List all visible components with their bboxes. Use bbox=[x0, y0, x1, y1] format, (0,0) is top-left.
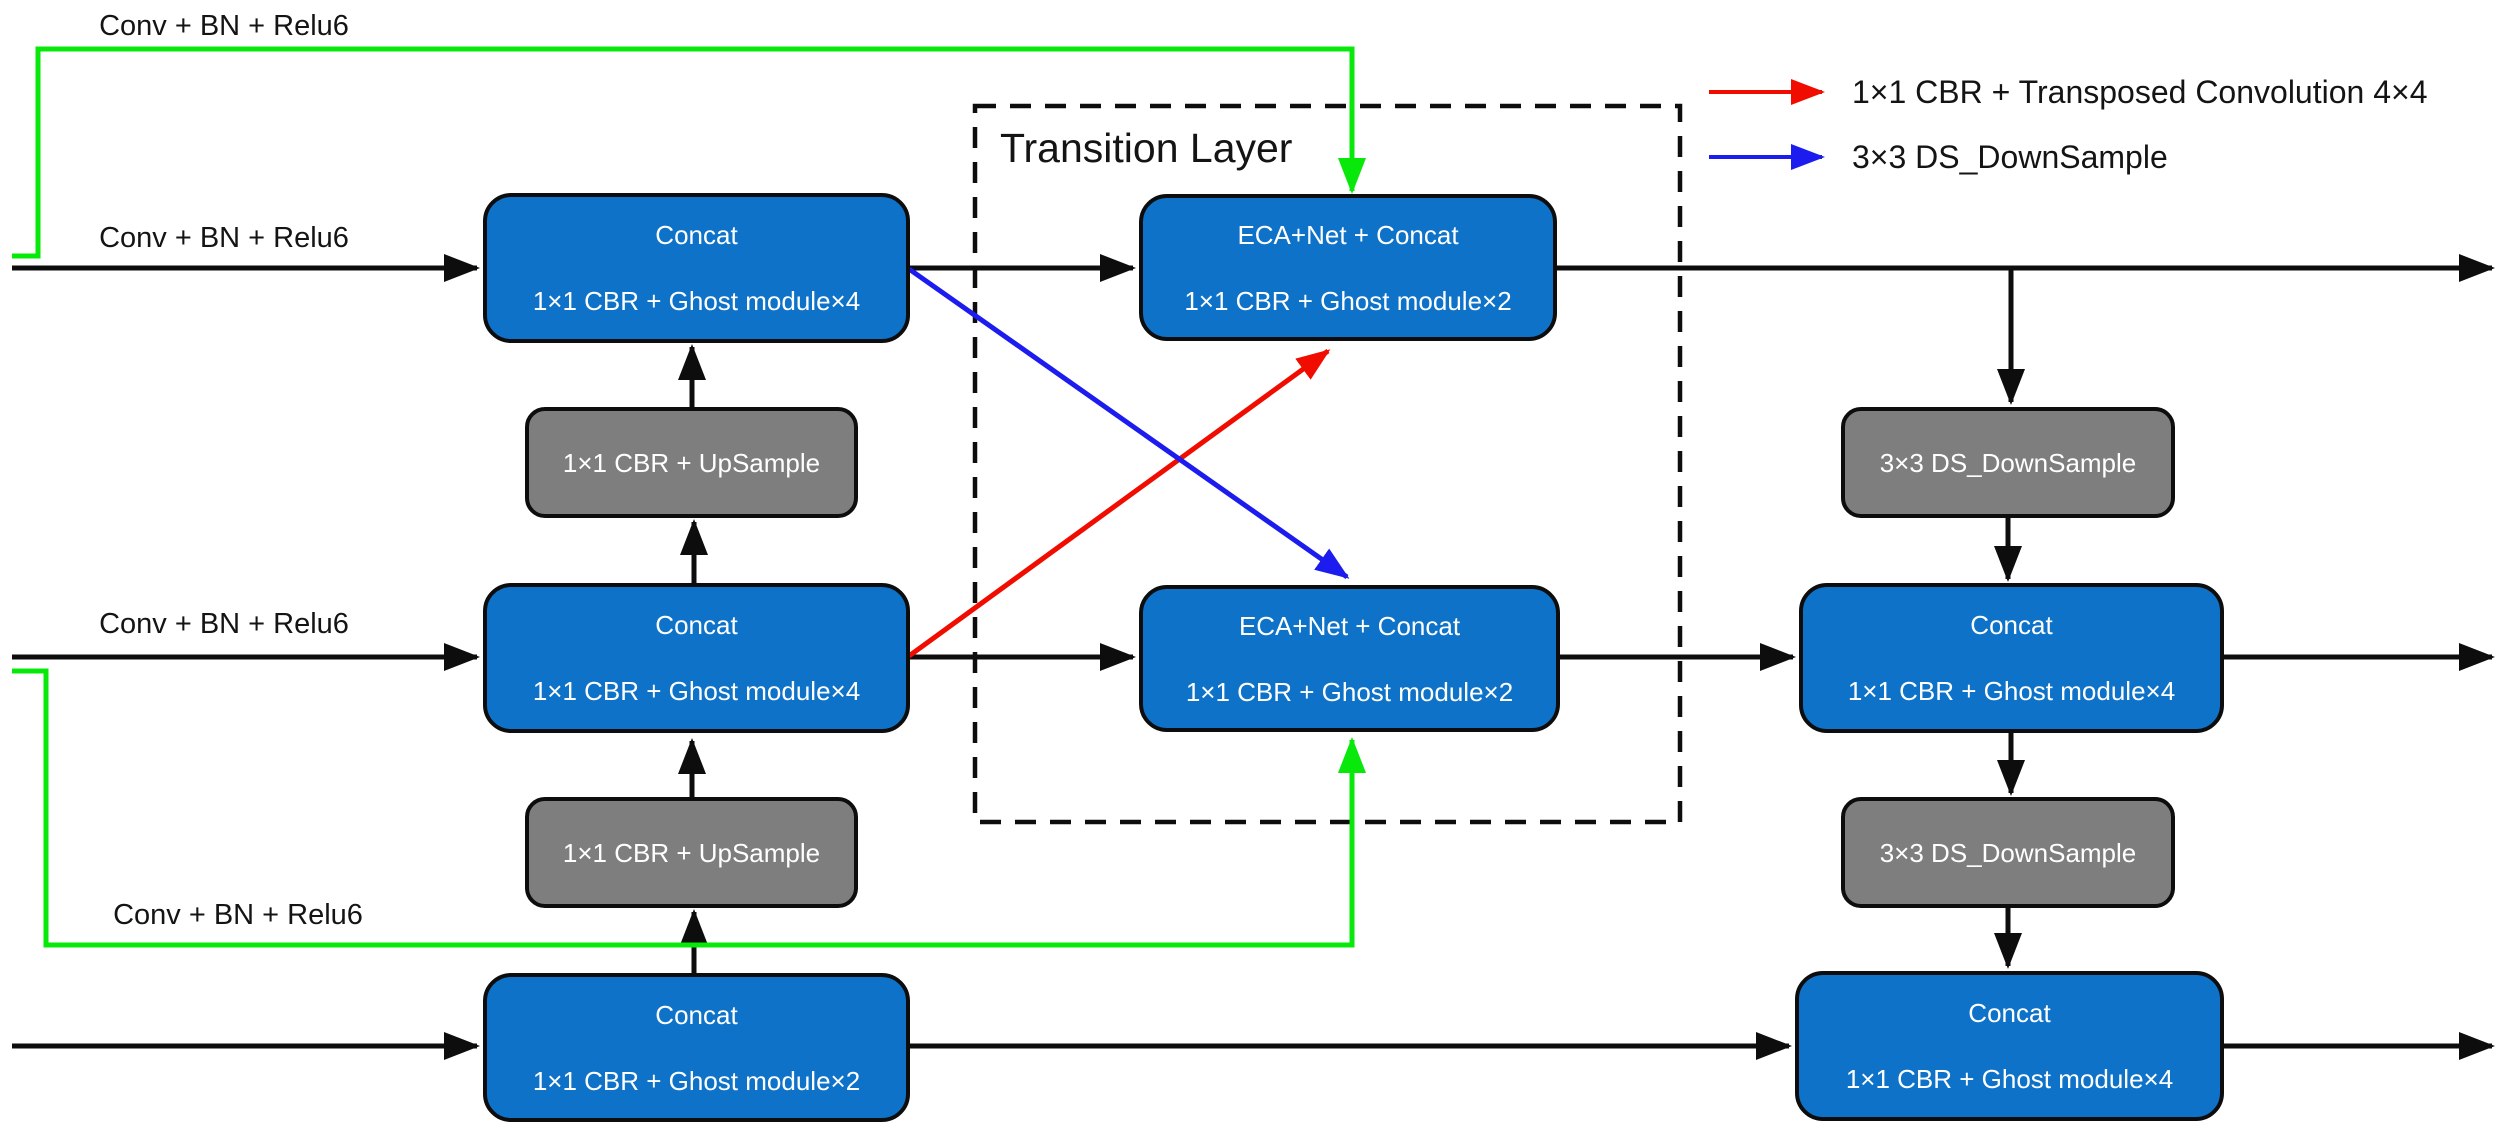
box-label-line2: 1×1 CBR + Ghost module×4 bbox=[1847, 676, 2176, 706]
box-label-line2: 1×1 CBR + Ghost module×2 bbox=[1184, 285, 1512, 316]
box-label-line2: 1×1 CBR + Ghost module×2 bbox=[1185, 676, 1514, 707]
box-label-line1: 3×3 DS_DownSample bbox=[1879, 837, 2137, 868]
box-label-line1: 1×1 CBR + UpSample bbox=[562, 837, 821, 868]
transition-layer-boundary bbox=[972, 103, 1683, 825]
box-label-line1: Concat bbox=[1968, 998, 2051, 1028]
box-upsample-2: 1×1 CBR + UpSample bbox=[525, 797, 858, 908]
box-concat-row2-right: Concat 1×1 CBR + Ghost module×4 bbox=[1799, 583, 2224, 733]
box-label-line1: 3×3 DS_DownSample bbox=[1879, 447, 2137, 478]
blue-ds-downsample-arrow bbox=[907, 266, 1350, 580]
legend-blue-label: 3×3 DS_DownSample bbox=[1852, 139, 2168, 175]
box-label-line2: 1×1 CBR + Ghost module×4 bbox=[532, 676, 861, 706]
box-concat-row1-left: Concat 1×1 CBR + Ghost module×4 bbox=[483, 193, 910, 343]
box-label-line1: Concat bbox=[655, 220, 738, 250]
box-label-line2: 1×1 CBR + Ghost module×4 bbox=[532, 286, 861, 316]
label-conv-bn-relu6-row3: Conv + BN + Relu6 bbox=[113, 899, 363, 931]
box-concat-row2-left: Concat 1×1 CBR + Ghost module×4 bbox=[483, 583, 910, 733]
box-label-line1: ECA+Net + Concat bbox=[1237, 219, 1459, 250]
box-eca-row1: ECA+Net + Concat 1×1 CBR + Ghost module×… bbox=[1139, 194, 1557, 341]
transition-layer-title: Transition Layer bbox=[1000, 125, 1293, 171]
box-label-line1: ECA+Net + Concat bbox=[1238, 610, 1461, 641]
red-transposed-conv-arrow bbox=[907, 348, 1331, 659]
box-label-line2: 1×1 CBR + Ghost module×2 bbox=[532, 1065, 861, 1096]
green-skip-bottom-arrow bbox=[12, 668, 1366, 948]
box-label-line1: Concat bbox=[1970, 610, 2053, 640]
label-conv-bn-relu6-top: Conv + BN + Relu6 bbox=[99, 10, 349, 42]
green-skip-top-arrow bbox=[12, 46, 1366, 259]
box-concat-row3-left: Concat 1×1 CBR + Ghost module×2 bbox=[483, 973, 910, 1122]
box-concat-row3-right: Concat 1×1 CBR + Ghost module×4 bbox=[1795, 971, 2224, 1121]
box-label-line1: Concat bbox=[655, 610, 738, 640]
box-eca-row2: ECA+Net + Concat 1×1 CBR + Ghost module×… bbox=[1139, 585, 1560, 732]
box-label-line1: 1×1 CBR + UpSample bbox=[562, 447, 821, 478]
box-downsample-1: 3×3 DS_DownSample bbox=[1841, 407, 2175, 518]
box-label-line1: Concat bbox=[655, 999, 738, 1030]
box-upsample-1: 1×1 CBR + UpSample bbox=[525, 407, 858, 518]
label-conv-bn-relu6-row1: Conv + BN + Relu6 bbox=[99, 222, 349, 254]
label-conv-bn-relu6-row2: Conv + BN + Relu6 bbox=[99, 608, 349, 640]
legend-red-label: 1×1 CBR + Transposed Convolution 4×4 bbox=[1852, 74, 2428, 110]
box-downsample-2: 3×3 DS_DownSample bbox=[1841, 797, 2175, 908]
box-label-line2: 1×1 CBR + Ghost module×4 bbox=[1845, 1064, 2174, 1094]
